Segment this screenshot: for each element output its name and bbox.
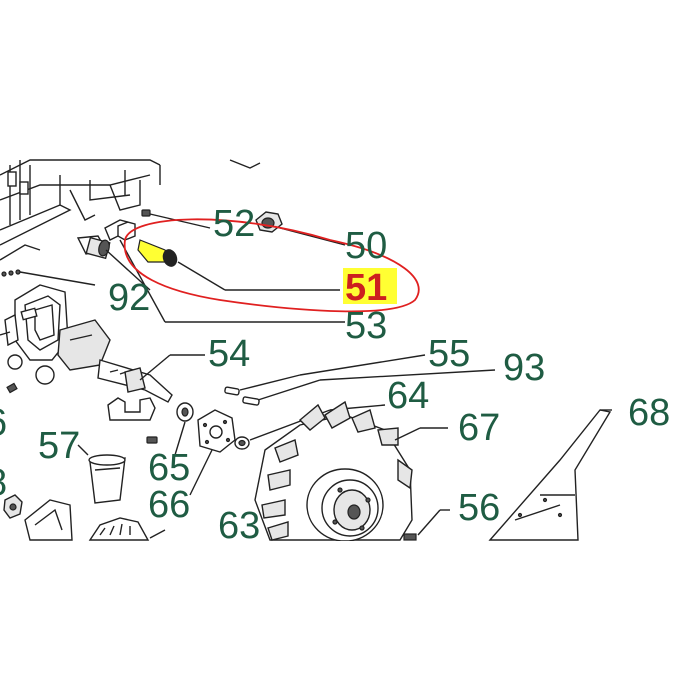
- frame-structure: [0, 159, 261, 261]
- label-66: 66: [148, 484, 190, 526]
- part-57-cup: [77, 444, 126, 504]
- label-6-partial: 6: [0, 402, 7, 444]
- label-50: 50: [345, 225, 387, 267]
- bottom-whitespace: [0, 541, 700, 700]
- label-55: 55: [428, 333, 470, 375]
- label-64: 64: [387, 375, 429, 417]
- label-52: 52: [213, 203, 255, 245]
- part-63-engine-fragment: [88, 517, 166, 541]
- small-dots: [1, 269, 96, 286]
- label-67: 67: [458, 407, 500, 449]
- label-93: 93: [503, 347, 545, 389]
- u-clamp: [107, 397, 156, 421]
- diagram-drawing-area: [0, 159, 700, 700]
- part-55-pin: [224, 354, 426, 396]
- part-65-washer: [174, 402, 194, 456]
- label-56: 56: [458, 487, 500, 529]
- part-66-flange: [189, 409, 236, 496]
- part-92-sleeve: [76, 235, 151, 291]
- label-92: 92: [108, 277, 150, 319]
- left-small-bolt: [6, 382, 18, 394]
- label-51-highlight: [343, 268, 397, 304]
- label-63: 63: [218, 505, 260, 547]
- label-51: 51: [345, 267, 387, 309]
- screw-near-65: [146, 436, 158, 444]
- bottom-cover-plate: [24, 499, 73, 541]
- part-67-wheel: [254, 400, 448, 542]
- label-8-partial: 8: [0, 462, 7, 504]
- label-65: 65: [148, 447, 190, 489]
- label-57: 57: [38, 425, 80, 467]
- part-93-pin: [242, 369, 496, 406]
- label-54: 54: [208, 333, 250, 375]
- part-54-shaft: [97, 354, 205, 403]
- label-68: 68: [628, 392, 670, 434]
- part-56-bolt: [403, 509, 450, 541]
- part-68-panel: [488, 409, 612, 541]
- highlight-circle: [123, 218, 420, 313]
- bottom-left-nut: [3, 494, 23, 519]
- part-51-highlighted-pin: [137, 239, 340, 291]
- part-52-screw: [141, 209, 211, 229]
- label-53: 53: [345, 305, 387, 347]
- gearbox-housing: [0, 284, 111, 385]
